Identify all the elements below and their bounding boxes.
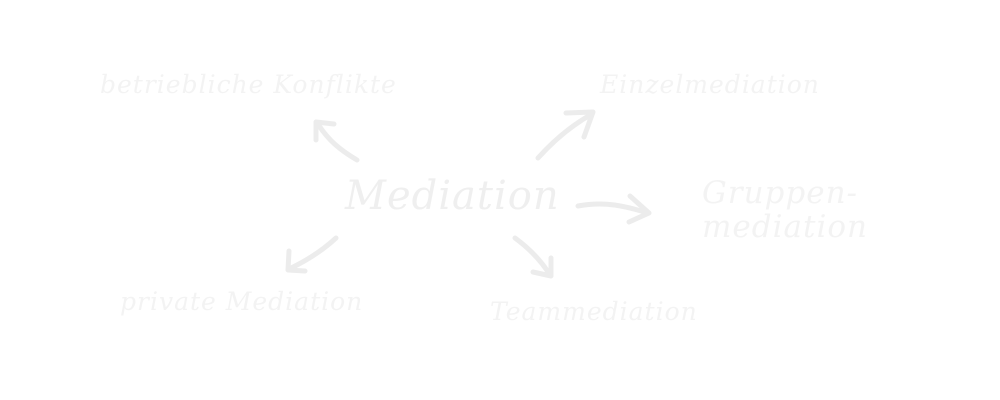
- center-node-label: Mediation: [345, 173, 560, 219]
- node-teammediation: Teammediation: [490, 297, 698, 326]
- arrow-to-private-mediation: [285, 235, 339, 274]
- node-einzelmediation: Einzelmediation: [600, 70, 820, 99]
- arrow-to-teammediation: [512, 235, 554, 279]
- node-private-mediation: private Mediation: [120, 287, 364, 316]
- node-gruppenmediation: Gruppen- mediation: [702, 176, 902, 244]
- node-gruppenmediation-line1: Gruppen-: [702, 175, 859, 211]
- node-betriebliche-konflikte: betriebliche Konflikte: [100, 70, 397, 99]
- arrow-to-gruppenmediation: [575, 193, 652, 225]
- node-gruppenmediation-line2: mediation: [702, 209, 868, 246]
- arrow-to-betriebliche-konflikte: [313, 119, 360, 163]
- arrow-to-einzelmediation: [535, 109, 596, 161]
